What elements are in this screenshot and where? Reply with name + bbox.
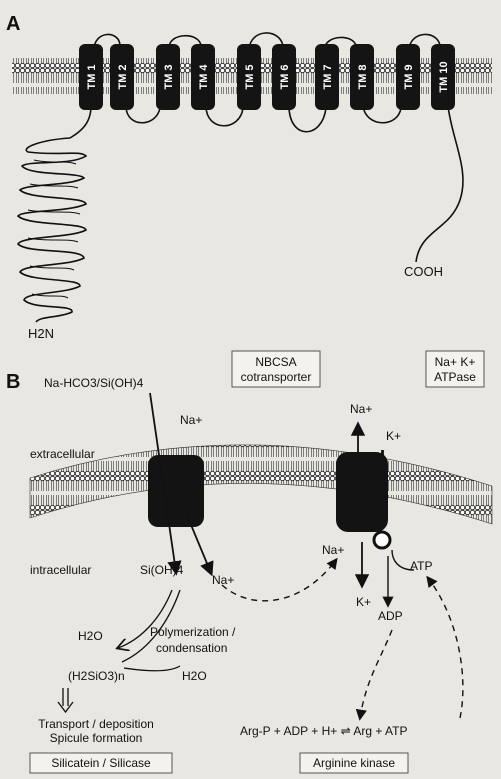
h2o-label-2: H2O — [182, 669, 207, 683]
arginine-kinase-label: Arginine kinase — [313, 756, 395, 770]
na-in-label: Na+ — [180, 413, 202, 427]
tm-helix: TM 8 — [350, 44, 374, 110]
panel-b-membrane — [30, 445, 492, 524]
k-out-label: K+ — [386, 429, 401, 443]
tm-label: TM 8 — [357, 64, 369, 89]
atpase-pump — [336, 452, 388, 532]
c-terminus-label: COOH — [404, 264, 443, 279]
silicatein-label: Silicatein / Silicase — [51, 756, 151, 770]
kinase-equation: Arg-P + ADP + H+ ⇌ Arg + ATP — [240, 724, 407, 738]
tm-helix: TM 6 — [272, 44, 296, 110]
tm-helix: TM 3 — [156, 44, 180, 110]
tm-helix: TM 1 — [79, 44, 103, 110]
nbcsa-box: NBCSA cotransporter — [232, 351, 320, 387]
tm-label: TM 4 — [198, 64, 210, 90]
atpase-box: Na+ K+ ATPase — [426, 351, 484, 387]
na-out-label: Na+ — [350, 402, 372, 416]
tm-label: TM 3 — [163, 64, 175, 89]
atpase-box-line: Na+ K+ — [435, 355, 476, 369]
n-terminus-label: H2N — [28, 326, 54, 341]
arginine-kinase-box: Arginine kinase — [300, 753, 408, 773]
polymerization-line: Polymerization / — [150, 625, 236, 639]
nbcsa-box-line: NBCSA — [255, 355, 296, 369]
sioh4-label: Si(OH)4 — [140, 563, 184, 577]
nbcsa-transporter — [148, 455, 204, 527]
nbcsa-box-line: cotransporter — [241, 370, 312, 384]
tm-helix: TM 7 — [315, 44, 339, 110]
transport-line: Transport / deposition — [38, 717, 154, 731]
h2o-label-1: H2O — [78, 629, 103, 643]
na-hco3-label: Na-HCO3/Si(OH)4 — [44, 376, 144, 390]
na-pump-label: Na+ — [322, 543, 344, 557]
polymer-label: (H2SiO3)n — [68, 669, 125, 683]
tm-helix: TM 4 — [191, 44, 215, 110]
adp-label: ADP — [378, 609, 403, 623]
atp-binding-site — [374, 532, 390, 548]
k-in-label: K+ — [356, 595, 371, 609]
intracellular-label: intracellular — [30, 563, 91, 577]
tm-helix: TM 10 — [431, 44, 455, 110]
tm-helix: TM 9 — [396, 44, 420, 110]
tm-helix: TM 2 — [110, 44, 134, 110]
tm-label: TM 10 — [438, 61, 450, 92]
atp-label: ATP — [410, 559, 432, 573]
tm-label: TM 9 — [403, 64, 415, 89]
na-after-label: Na+ — [212, 573, 234, 587]
panel-a-label: A — [6, 13, 20, 35]
tm-label: TM 2 — [117, 64, 129, 89]
tm-label: TM 7 — [322, 64, 334, 89]
tm-label: TM 6 — [279, 64, 291, 89]
transport-line: Spicule formation — [50, 731, 143, 745]
tm-label: TM 5 — [244, 64, 256, 89]
silicatein-box: Silicatein / Silicase — [30, 753, 172, 773]
panel-b-label: B — [6, 371, 20, 393]
atpase-box-line: ATPase — [434, 370, 476, 384]
extracellular-label: extracellular — [30, 447, 95, 461]
tm-label: TM 1 — [86, 64, 98, 89]
polymerization-line: condensation — [156, 641, 227, 655]
tm-helix: TM 5 — [237, 44, 261, 110]
